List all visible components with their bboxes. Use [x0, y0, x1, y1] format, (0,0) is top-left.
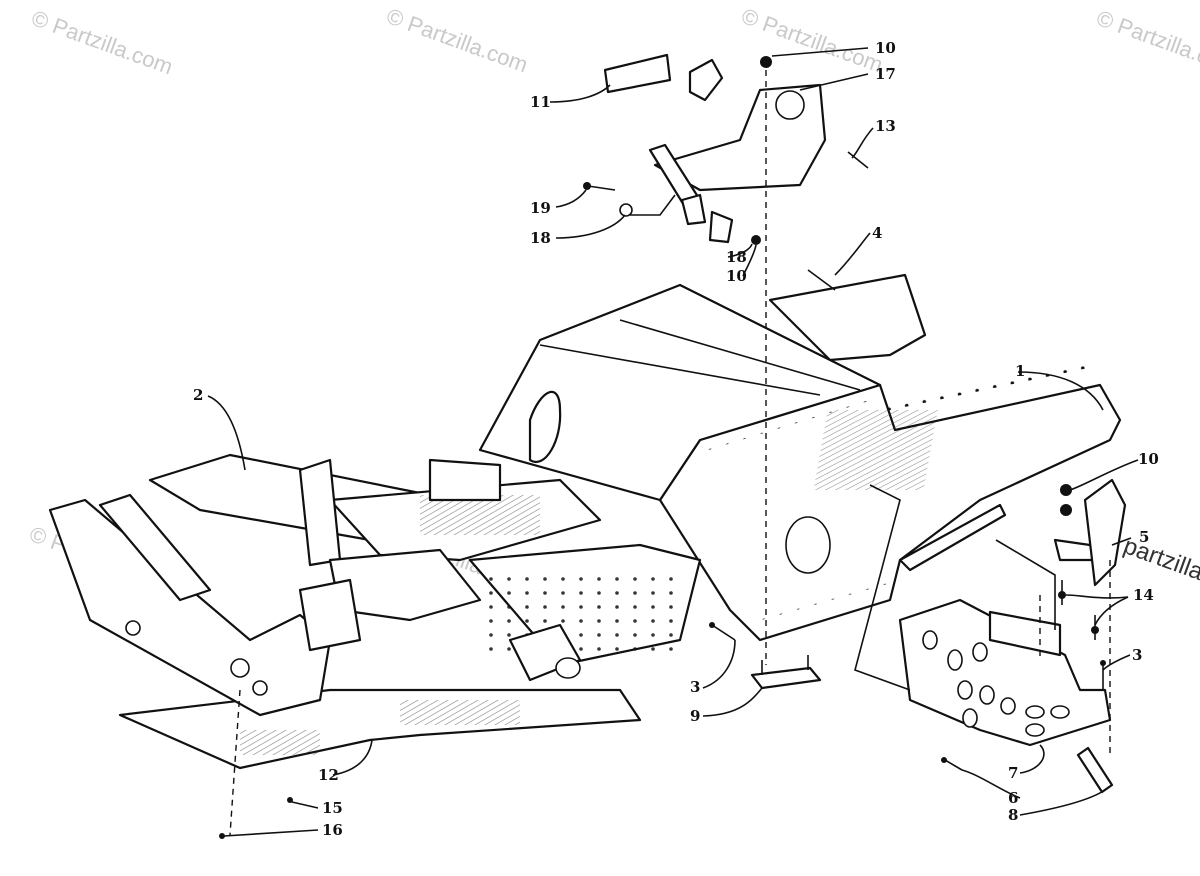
watermark-side-text: partzilla	[1120, 532, 1200, 586]
rivet-16-part	[219, 833, 225, 839]
callout-10: 10	[875, 39, 896, 57]
watermark-text: © Partzilla.com	[383, 3, 531, 77]
callout-5: 5	[1139, 528, 1149, 546]
callout-6: 6	[1008, 789, 1018, 807]
watermark-text: © Partzilla.com	[1093, 5, 1200, 79]
callout-3: 3	[1132, 646, 1142, 664]
bumper-bracket-part	[750, 666, 822, 690]
callout-9: 9	[690, 707, 700, 725]
callout-8: 8	[1008, 806, 1018, 824]
callout-7: 7	[1008, 764, 1018, 782]
callout-10: 10	[726, 267, 747, 285]
watermark-text: © Partzilla.com	[738, 3, 886, 77]
main-frame-part	[478, 273, 1122, 642]
front-frame-part	[48, 453, 702, 770]
callout-19: 19	[530, 199, 551, 217]
skid-plate-part	[898, 478, 1127, 794]
callout-14: 14	[1133, 586, 1154, 604]
assembly-axis-lines	[229, 70, 1111, 836]
watermark-text: © Partzilla.com	[28, 5, 176, 79]
rivet-15-part	[287, 797, 293, 803]
callout-11: 11	[530, 93, 551, 111]
callout-labels: 1 2 3 3 4 5 6 7 8 9 10 10 10 11 12 13 14…	[193, 39, 1159, 839]
callout-4: 4	[872, 224, 882, 242]
callout-17: 17	[875, 65, 896, 83]
callout-2: 2	[193, 386, 203, 404]
rivet-part	[711, 624, 736, 641]
callout-13: 13	[875, 117, 896, 135]
callout-12: 12	[318, 766, 339, 784]
callout-16: 16	[322, 821, 343, 839]
callout-18: 18	[530, 229, 551, 247]
callout-18: 18	[726, 248, 747, 266]
callout-10: 10	[1138, 450, 1159, 468]
leader-lines	[207, 47, 1139, 837]
callout-1: 1	[1015, 362, 1025, 380]
callout-3: 3	[690, 678, 700, 696]
callout-15: 15	[322, 799, 343, 817]
steering-bracket-assembly	[583, 53, 869, 291]
